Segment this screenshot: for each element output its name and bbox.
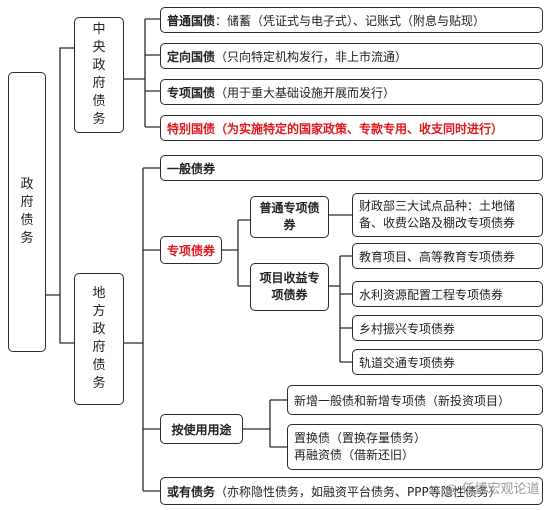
income-special-bond-node: 项目收益专项债券	[250, 263, 329, 311]
connector-usage	[243, 399, 287, 448]
special-purpose-treasury-desc: （用于重大基础设施开展而发行）	[215, 85, 396, 100]
connector-local	[123, 167, 160, 492]
income-special-bond-label: 项目收益专项债券	[259, 271, 320, 302]
root-label: 政府债务	[20, 177, 34, 246]
connector-special	[222, 219, 250, 287]
connector-income	[329, 255, 352, 363]
ordinary-special-bond-label: 普通专项债券	[259, 201, 320, 232]
central-debt-node: 中央政府债务	[74, 17, 124, 133]
special-treasury-desc: （为实施特定的国家政策、专款专用、收支同时进行）	[215, 121, 504, 136]
usage-node: 按使用用途	[160, 414, 243, 444]
new-bond-node: 新增一般债和新增专项债（新投资项目）	[287, 385, 543, 415]
income-item-rail: 轨道交通专项债券	[352, 349, 543, 375]
usage-label: 按使用用途	[171, 422, 232, 437]
general-bond-node: 一般债券	[160, 155, 543, 181]
replacement-bond-label: 置换债（置换存量债务）	[294, 431, 427, 445]
ordinary-treasury-desc: ：储蓄（凭证式与电子式）、记账式（附息与贴现）	[215, 13, 486, 28]
watermark-text: 任博宏观论道	[461, 482, 540, 497]
income-item-water-label: 水利资源配置工程专项债券	[359, 287, 504, 302]
income-item-rural-label: 乡村振兴专项债券	[359, 321, 456, 336]
watermark: ◎ 任博宏观论道	[446, 478, 540, 497]
local-debt-label: 地方政府债务	[92, 286, 106, 391]
contingent-debt-desc: （亦称隐性债务，如融资平台债务、PPP等隐性债务）	[215, 484, 501, 499]
refinancing-bond-label: 再融资债（借新还旧）	[294, 448, 415, 462]
ordinary-special-bond-node: 普通专项债券	[250, 196, 329, 238]
local-debt-node: 地方政府债务	[74, 273, 124, 405]
general-bond-label: 一般债券	[167, 161, 216, 176]
ordinary-treasury-node: 普通国债：储蓄（凭证式与电子式）、记账式（附息与贴现）	[160, 7, 543, 33]
special-bond-label: 专项债券	[166, 243, 215, 258]
pilot-varieties-node: 财政部三大试点品种：土地储备、收费公路及棚改专项债券	[352, 193, 543, 237]
special-bond-node: 专项债券	[160, 236, 222, 264]
special-purpose-treasury-title: 专项国债	[167, 85, 216, 100]
income-item-rural: 乡村振兴专项债券	[352, 315, 543, 341]
directed-treasury-node: 定向国债（只向特定机构发行，非上市流通）	[160, 43, 543, 69]
ordinary-treasury-title: 普通国债	[167, 13, 216, 28]
special-treasury-node: 特别国债（为实施特定的国家政策、专款专用、收支同时进行）	[160, 115, 543, 141]
connector-central	[123, 18, 160, 128]
income-item-education-label: 教育项目、高等教育专项债券	[359, 249, 516, 264]
income-item-water: 水利资源配置工程专项债券	[352, 281, 543, 307]
connector-root	[45, 47, 74, 344]
root-node: 政府债务	[8, 72, 46, 352]
directed-treasury-desc: （只向特定机构发行，非上市流通）	[215, 49, 408, 64]
special-purpose-treasury-node: 专项国债（用于重大基础设施开展而发行）	[160, 79, 543, 105]
income-item-education: 教育项目、高等教育专项债券	[352, 243, 543, 269]
contingent-debt-title: 或有债务	[167, 484, 216, 499]
special-treasury-title: 特别国债	[167, 121, 216, 136]
replacement-bond-node: 置换债（置换存量债务） 再融资债（借新还旧）	[287, 424, 543, 470]
income-item-rail-label: 轨道交通专项债券	[359, 355, 456, 370]
new-bond-label: 新增一般债和新增专项债（新投资项目）	[294, 393, 511, 408]
pilot-varieties-label: 财政部三大试点品种：土地储备、收费公路及棚改专项债券	[359, 199, 516, 230]
contingent-debt-node: 或有债务（亦称隐性债务，如融资平台债务、PPP等隐性债务）	[160, 477, 543, 505]
central-debt-label: 中央政府债务	[92, 22, 106, 127]
wechat-icon: ◎	[446, 482, 458, 497]
directed-treasury-title: 定向国债	[167, 49, 216, 64]
